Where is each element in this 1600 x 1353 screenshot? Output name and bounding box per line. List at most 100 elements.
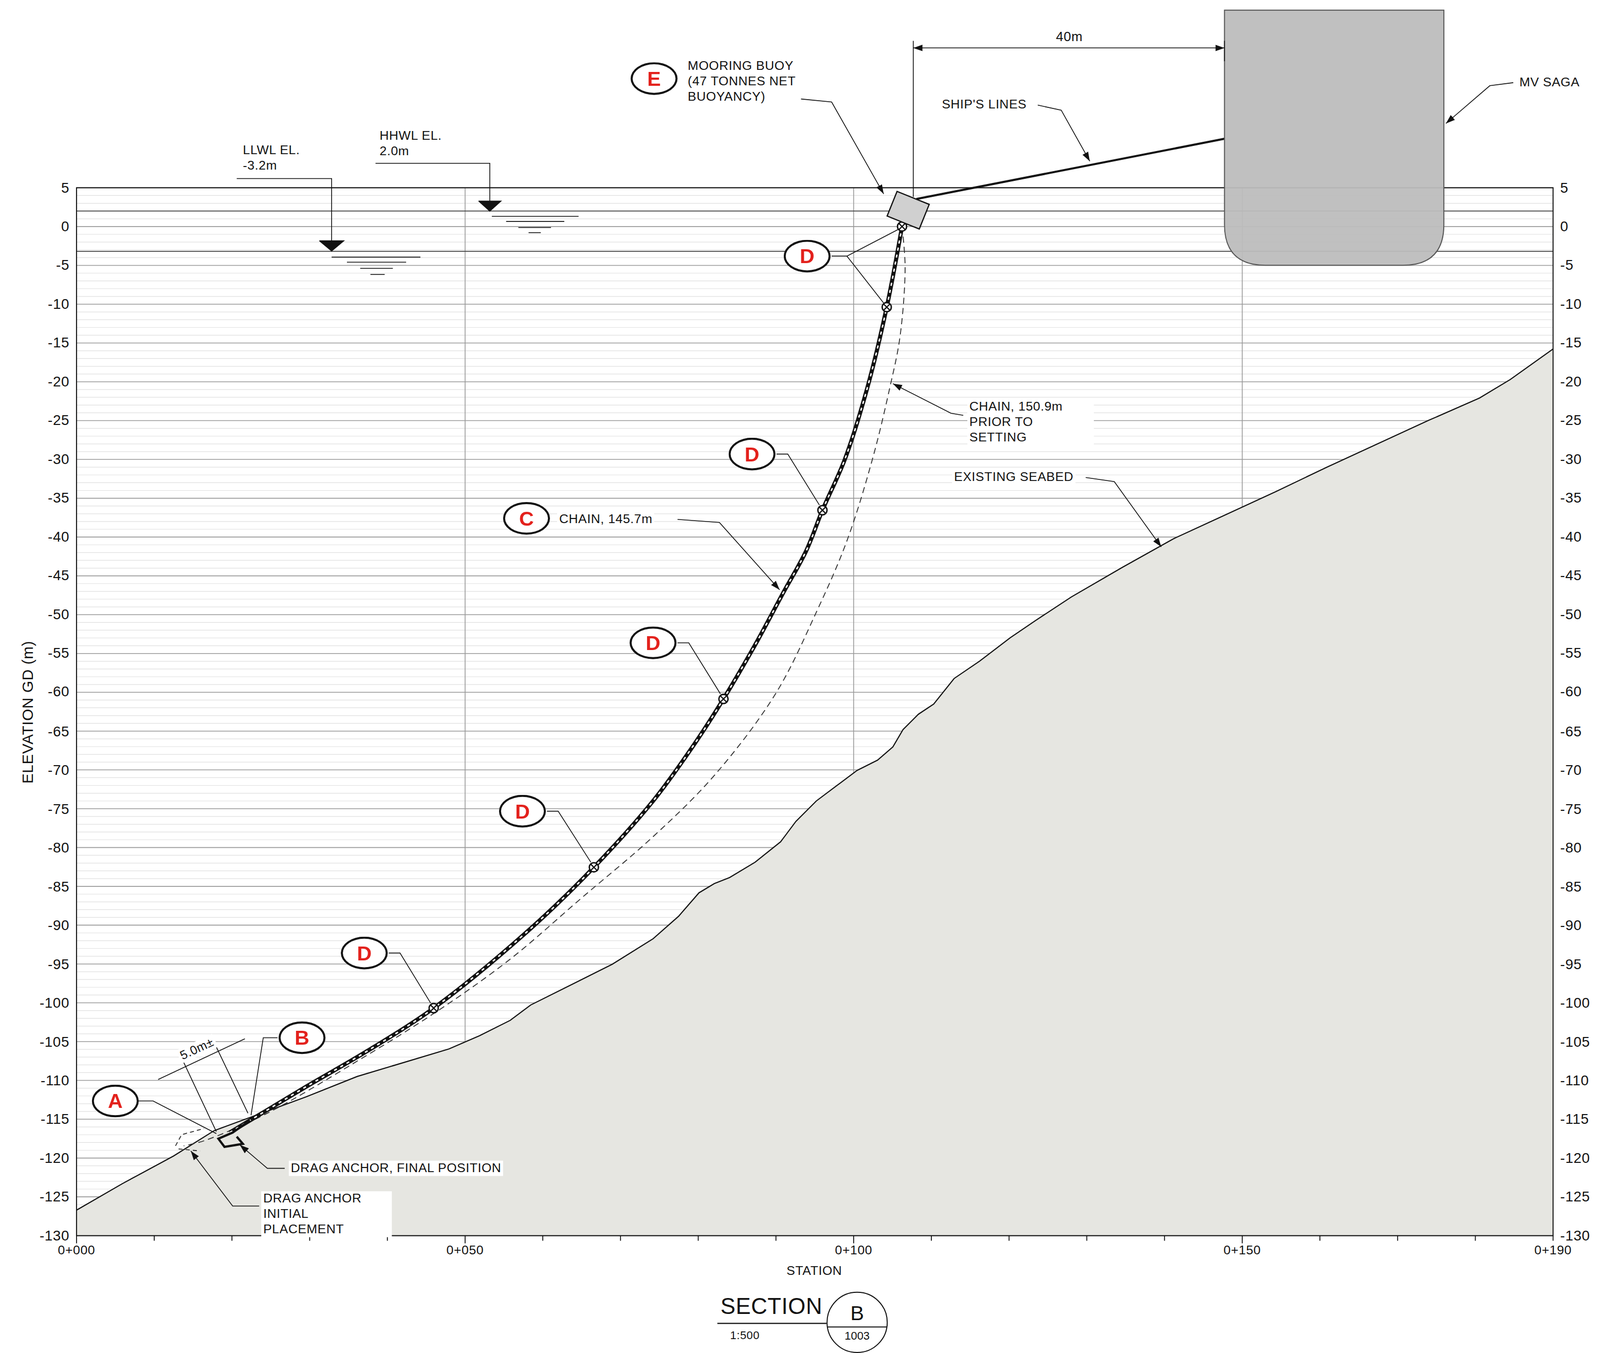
leader-line [800,99,884,195]
section-text: B [850,1302,864,1326]
callout-letter: D [728,437,776,471]
axis-tick-label: -65 [45,722,72,740]
leader-line [190,1151,260,1207]
annotation: CHAIN, 150.9m PRIOR TO SETTING [967,399,1094,446]
axis-tick-label: -5 [53,256,72,274]
section-marker: B1003 [826,1292,888,1353]
tick [1164,1236,1166,1242]
grid-line [76,358,1554,359]
axis-tick-label: -30 [45,450,72,468]
axis-tick-label: 0 [1558,217,1571,235]
axis-tick-label: -45 [1558,567,1585,585]
plot-frame [76,187,1554,1236]
extension-line [912,40,914,197]
tick [775,1236,777,1242]
shackle-mark [430,1005,437,1012]
chain-prior [183,226,906,1147]
axis-tick-label: -15 [45,334,72,352]
shackle-mark [883,304,890,311]
axis-tick-label: -95 [1558,955,1585,973]
water-level-mark [478,200,502,212]
axis-tick-label: -130 [1558,1227,1593,1245]
axis-tick-label: -125 [37,1188,72,1206]
tick [542,1236,544,1242]
shackle-mark [819,507,826,514]
grid-line [76,288,1554,289]
axis-tick-label: -70 [1558,761,1585,779]
axis-tick-label: -90 [45,916,72,934]
dimension-line [913,47,1225,49]
seabed [76,348,1554,1237]
drag-anchor-initial [175,1128,205,1147]
leader-line [236,178,333,241]
callout-text: E [647,68,661,89]
axis-tick-label: -60 [45,684,72,702]
tick [619,1236,621,1242]
water-mark [491,215,579,217]
grid-line [76,389,1554,391]
shackle [881,302,892,312]
annotation: DRAG ANCHOR, FINAL POSITION [288,1161,504,1177]
chain-links [229,226,903,1133]
grid-line [76,311,1554,312]
callout-letter: E [630,62,678,96]
station-label: 0+100 [833,1243,875,1260]
axis-tick-label: 5 [1558,179,1571,197]
grid-line [76,296,1554,297]
axis-tick-label: -120 [37,1149,72,1167]
grid-line [76,272,1554,274]
leader-line [677,519,780,591]
grid-line [76,451,1554,452]
callout-letter: D [629,626,677,660]
shackle-mark [819,507,826,514]
title-underline [717,1322,827,1324]
callout-text: D [799,246,815,267]
axis-tick-label: -85 [45,877,72,895]
grid-line [76,335,1554,336]
shackle-mark [591,864,598,871]
grid-line [76,405,1554,406]
axis-tick-label: -15 [1558,334,1585,352]
tick [1552,1236,1554,1242]
ship-hull [1224,10,1444,266]
axis-tick-label: -40 [1558,528,1585,546]
callout-text: A [107,1091,123,1112]
axis-tick-label: -20 [45,373,72,391]
grid-line [76,458,1554,461]
axis-tick-label: -75 [1558,800,1585,818]
leader-line [388,953,431,1004]
grid-line [76,435,1554,437]
axis-tick-label: -45 [45,567,72,585]
water-level-mark [319,241,344,252]
tick [1475,1236,1477,1242]
annotation: HHWL EL. 2.0m [377,128,448,160]
axis-tick-label: -50 [45,606,72,624]
grid-line [76,280,1554,282]
seabed-line [76,348,1554,1211]
axis-tick-label: -30 [1558,450,1585,468]
annotation: CHAIN, 145.7m [557,511,655,528]
axis-tick-label: -110 [38,1072,72,1090]
axis-tick-label: -65 [1558,722,1585,740]
axis-tick-label: -10 [45,295,72,313]
grid-line [76,397,1554,398]
axis-tick-label: -40 [45,528,72,546]
grid-line [76,365,1554,367]
station-label: 0+150 [1221,1243,1264,1260]
shackle [719,694,729,704]
callout-text: D [645,632,661,654]
axis-tick-label: -105 [1558,1033,1593,1051]
axis-tick-label: -75 [45,800,72,818]
station-label: 0+050 [444,1243,487,1260]
axis-tick-label: -25 [1558,412,1585,430]
shackle [817,505,827,516]
water-mark [331,256,421,259]
axis-tick-label: -50 [1558,606,1585,624]
shackle-mark [591,864,598,871]
leader-line [892,383,964,416]
callout-text: D [744,444,760,465]
callout-letter: D [340,936,388,970]
shackle-mark [898,223,906,230]
leader-line [138,1101,217,1135]
